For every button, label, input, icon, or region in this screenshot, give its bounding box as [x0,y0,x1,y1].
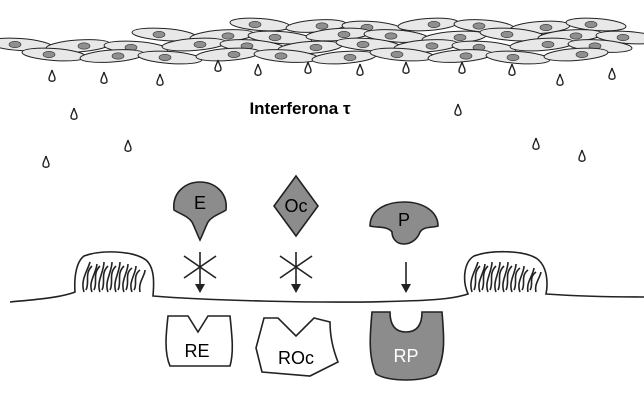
open-arrow-p [401,262,411,293]
interferon-drop [43,156,49,167]
receptor-rp: RP [370,312,443,380]
interferon-drop [579,150,585,161]
endometrium [10,252,644,302]
hormone-oc-label: Oc [284,196,307,216]
receptor-roc: ROc [256,318,338,376]
interferon-drop [125,140,131,151]
interferon-drop [305,62,311,73]
receptor-roc-label: ROc [278,348,314,368]
receptor-re-label: RE [184,341,209,361]
interferon-drop [509,64,515,75]
hormone-e: E [174,182,226,293]
trophoblast-cell [398,16,459,32]
trophoblast-cell [486,49,551,65]
blocked-arrow-oc [280,252,312,293]
interferon-drop [557,74,563,85]
interferon-drop [71,108,77,119]
blocked-arrow-e [184,252,216,293]
hormone-e-label: E [194,193,206,213]
receptor-re: RE [166,316,232,366]
interferon-drop [533,138,539,149]
uterine-gland-left [83,262,145,292]
trophoblast-cell [138,49,203,65]
interferon-drop [101,72,107,83]
interferon-drop [215,60,221,71]
receptor-rp-label: RP [393,346,418,366]
hormone-p: P [370,202,438,293]
trophoblast-cell-layer [0,16,644,65]
hormone-oc: Oc [274,176,318,293]
interferon-title: Interferona τ [249,99,351,118]
interferon-drop [609,68,615,79]
uterine-gland-right [471,262,541,292]
endometrium-surface-line [10,252,644,302]
interferon-drop [403,62,409,73]
interferon-drop [455,104,461,115]
interferon-drop [357,64,363,75]
interferon-drop [255,64,261,75]
hormone-p-label: P [398,210,410,230]
interferon-drop [49,70,55,81]
interferon-drop [157,74,163,85]
interferon-drop [459,62,465,73]
